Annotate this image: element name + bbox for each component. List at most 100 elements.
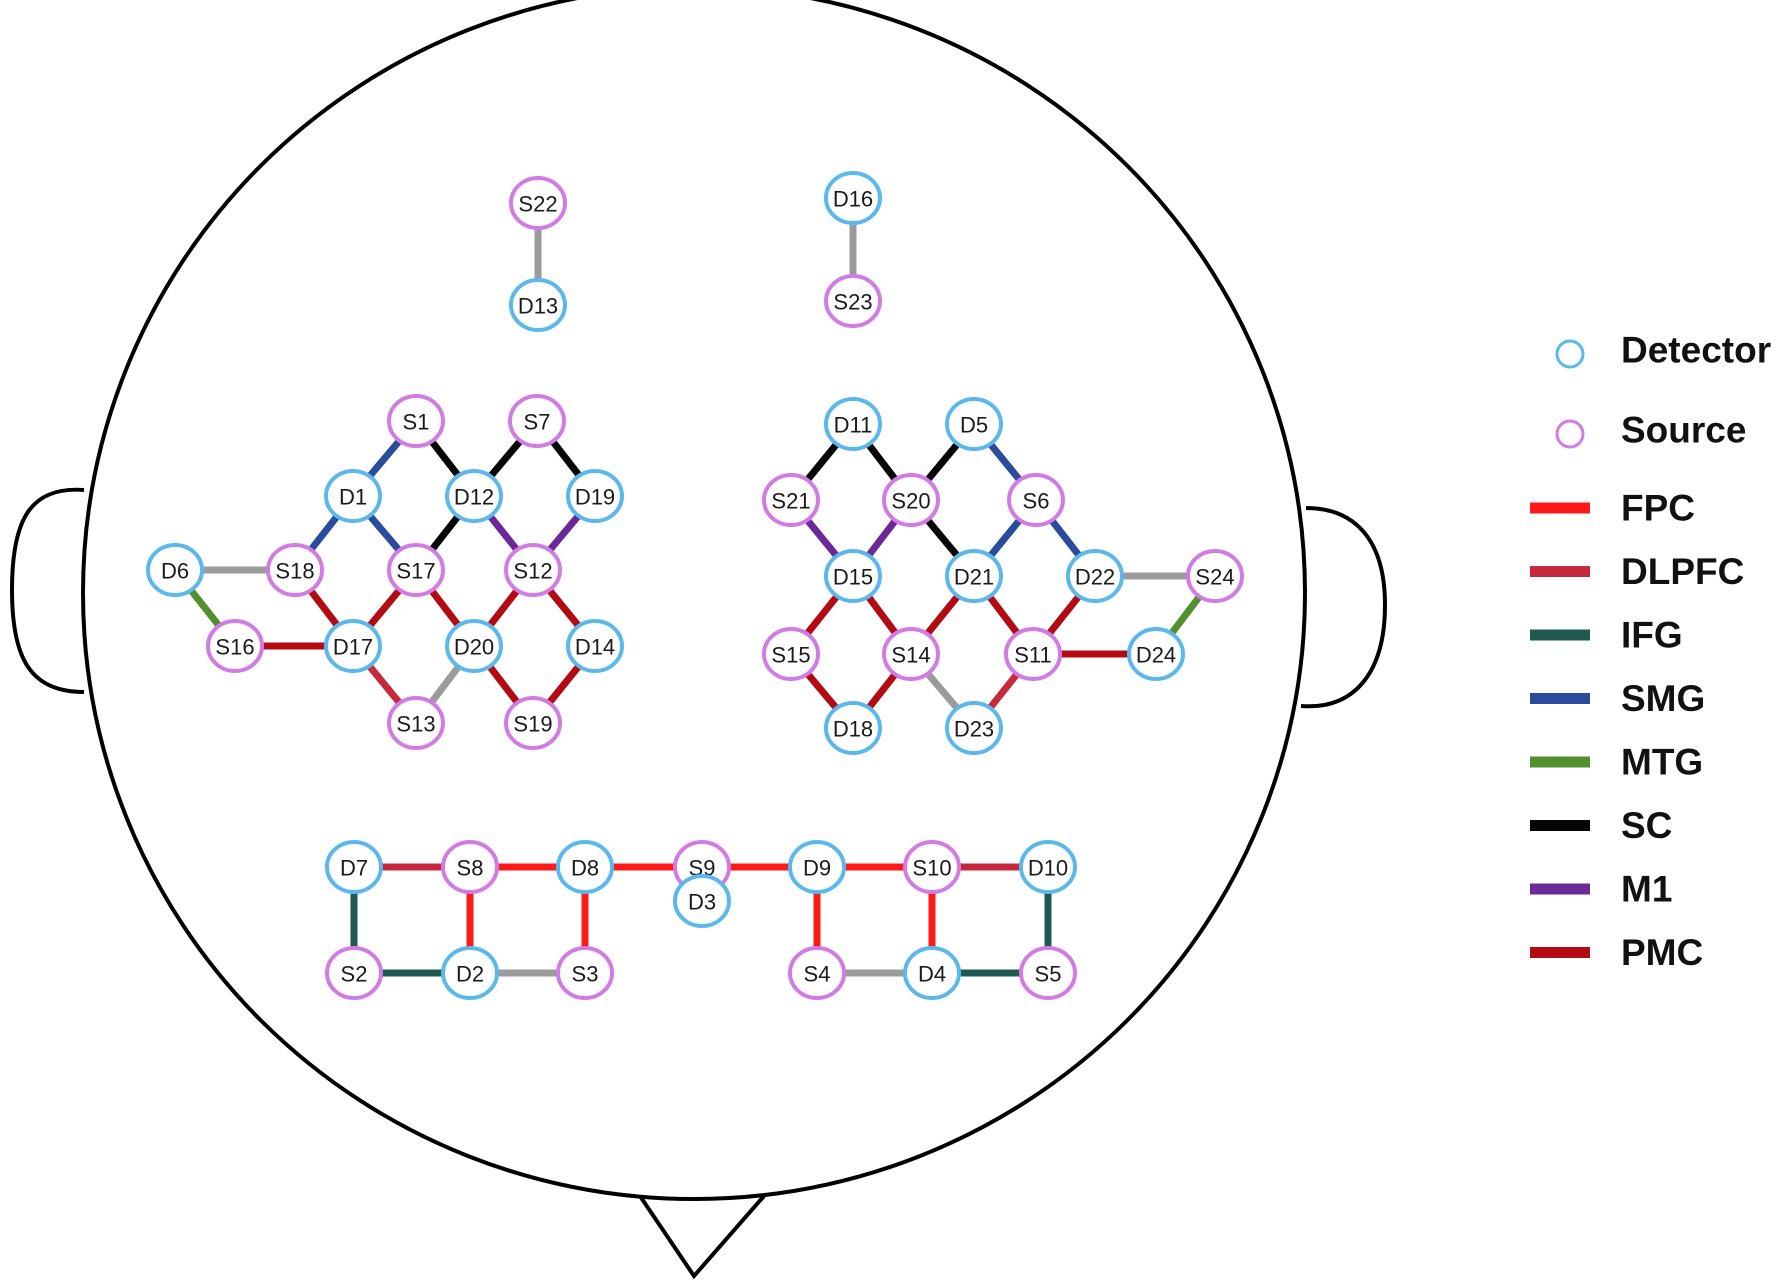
optode-label: S1 <box>403 410 430 435</box>
legend-label: Source <box>1621 410 1746 451</box>
optode-s14: S14 <box>882 627 940 681</box>
optode-d9: D9 <box>788 840 846 894</box>
optode-s19: S19 <box>504 696 562 750</box>
source-circle-icon <box>824 274 882 328</box>
optode-label: S23 <box>833 290 872 315</box>
optode-label: D21 <box>954 565 994 590</box>
optode-label: D22 <box>1075 565 1115 590</box>
source-circle-icon <box>882 473 940 527</box>
optode-label: D23 <box>954 717 994 742</box>
detector-circle-icon <box>1127 627 1185 681</box>
optode-s17: S17 <box>387 543 445 597</box>
source-circle-icon <box>1007 473 1065 527</box>
optode-d7: D7 <box>325 840 383 894</box>
source-circle-icon <box>508 394 566 448</box>
source-circle-icon <box>387 696 445 750</box>
source-circle-icon <box>1019 946 1077 1000</box>
detector-circle-icon <box>324 619 382 673</box>
optode-label: S21 <box>771 489 810 514</box>
head-circle <box>81 0 1307 1201</box>
legend-label: Detector <box>1621 330 1771 371</box>
detector-circle-icon <box>146 543 204 597</box>
optode-label: S18 <box>275 559 314 584</box>
optode-label: S13 <box>396 712 435 737</box>
legend-label: SC <box>1621 805 1672 846</box>
legend-label: SMG <box>1621 678 1705 719</box>
source-circle-icon <box>762 473 820 527</box>
source-circle-icon <box>903 840 961 894</box>
optode-s15: S15 <box>762 627 820 681</box>
optode-d22: D22 <box>1066 549 1124 603</box>
legend-label: MTG <box>1621 742 1703 783</box>
optode-label: D15 <box>833 565 873 590</box>
optode-d11: D11 <box>824 397 882 451</box>
optode-label: D6 <box>161 559 189 584</box>
optode-s7: S7 <box>508 394 566 448</box>
optode-label: D2 <box>456 962 484 987</box>
source-circle-icon <box>1555 419 1585 449</box>
legend-item-sc: SC <box>1530 805 1672 846</box>
optode-d24: D24 <box>1127 627 1185 681</box>
source-circle-icon <box>206 619 264 673</box>
optode-d10: D10 <box>1019 840 1077 894</box>
nose <box>638 1194 766 1280</box>
optode-s6: S6 <box>1007 473 1065 527</box>
optode-s22: S22 <box>509 176 567 230</box>
detector-circle-icon <box>445 619 503 673</box>
optode-label: D5 <box>960 413 988 438</box>
optode-label: S7 <box>524 410 551 435</box>
source-circle-icon <box>325 946 383 1000</box>
optode-d23: D23 <box>945 701 1003 755</box>
optode-label: S22 <box>518 192 557 217</box>
source-circle-icon <box>441 840 499 894</box>
optode-d21: D21 <box>945 549 1003 603</box>
detector-circle-icon <box>945 701 1003 755</box>
detector-circle-icon <box>445 469 503 523</box>
detector-circle-icon <box>1019 840 1077 894</box>
optode-label: S14 <box>891 643 930 668</box>
optode-label: D12 <box>454 485 494 510</box>
optode-label: D19 <box>575 485 615 510</box>
detector-circle-icon <box>441 946 499 1000</box>
optode-label: D18 <box>833 717 873 742</box>
source-circle-icon <box>1186 549 1244 603</box>
optode-label: S15 <box>771 643 810 668</box>
optode-label: S20 <box>891 489 930 514</box>
optode-s20: S20 <box>882 473 940 527</box>
detector-circle-icon <box>824 171 882 225</box>
source-circle-icon <box>1004 627 1062 681</box>
optode-label: S12 <box>513 559 552 584</box>
optode-s2: S2 <box>325 946 383 1000</box>
optode-d4: D4 <box>903 946 961 1000</box>
detector-circle-icon <box>556 840 614 894</box>
legend-item-ifg: IFG <box>1530 615 1683 656</box>
optode-s16: S16 <box>206 619 264 673</box>
left-ear <box>9 487 85 694</box>
optode-label: S16 <box>215 635 254 660</box>
legend-item-detector: Detector <box>1555 330 1771 371</box>
optode-label: S5 <box>1035 962 1062 987</box>
optode-d1: D1 <box>324 469 382 523</box>
legend-label: FPC <box>1621 488 1695 529</box>
optode-label: S4 <box>804 962 831 987</box>
legend-label: PMC <box>1621 932 1703 973</box>
optode-s10: S10 <box>903 840 961 894</box>
optode-s21: S21 <box>762 473 820 527</box>
optode-d19: D19 <box>566 469 624 523</box>
legend-item-dlpfc: DLPFC <box>1530 551 1744 592</box>
detector-circle-icon <box>824 701 882 755</box>
optode-d14: D14 <box>566 619 624 673</box>
optode-label: D13 <box>518 294 558 319</box>
detector-circle-icon <box>509 278 567 332</box>
detector-circle-icon <box>324 469 382 523</box>
optode-d20: D20 <box>445 619 503 673</box>
source-circle-icon <box>387 543 445 597</box>
optode-s4: S4 <box>788 946 846 1000</box>
optode-d6: D6 <box>146 543 204 597</box>
optode-d13: D13 <box>509 278 567 332</box>
optode-d5: D5 <box>945 397 1003 451</box>
optode-s3: S3 <box>556 946 614 1000</box>
